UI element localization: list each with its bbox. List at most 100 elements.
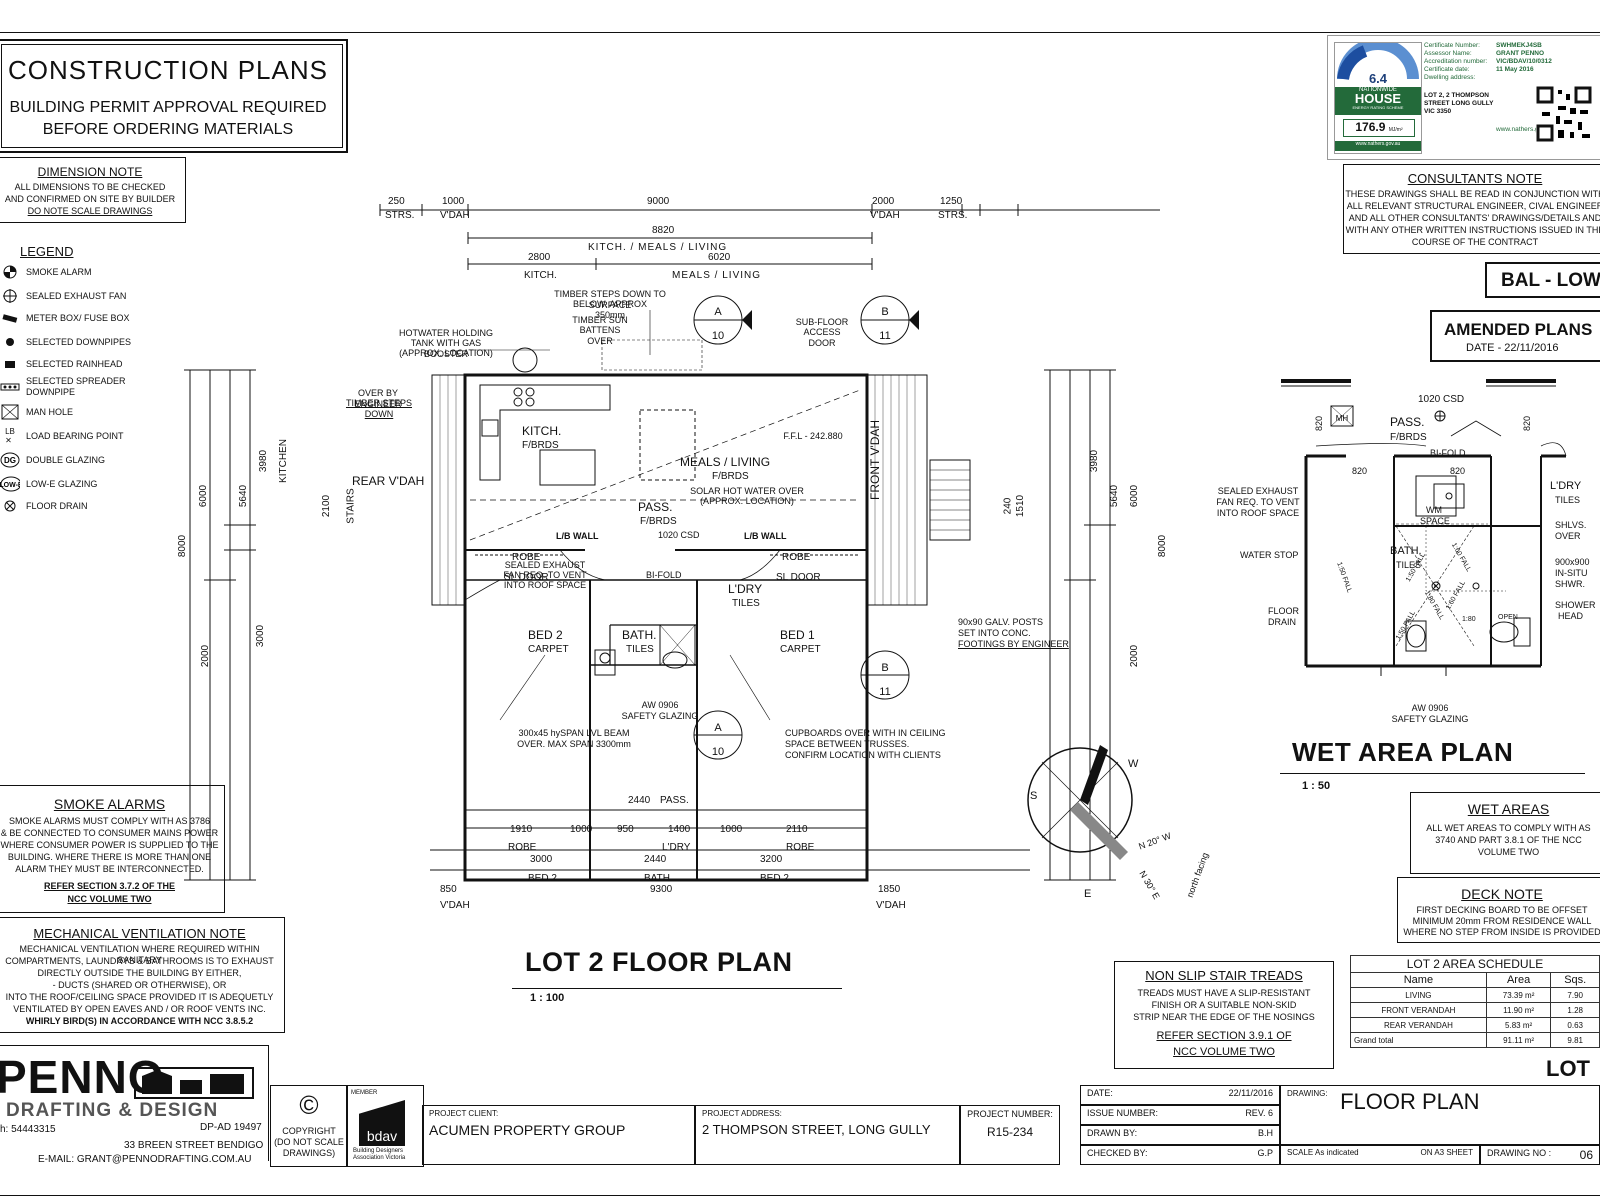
area-header: Sqs. — [1550, 972, 1600, 988]
section-b-bottom-n: 11 — [875, 686, 895, 698]
room-sldoor: SL DOOR — [776, 572, 821, 583]
mech-vent-l6: VENTILATED BY OPEN EAVES AND / OR ROOF V… — [13, 1004, 266, 1014]
penno-phone: h: 54443315 — [0, 1124, 56, 1135]
wet-area-scale: 1 : 50 — [1302, 780, 1331, 792]
smoke-alarms-l1: SMOKE ALARMS MUST COMPLY WITH AS 3786 — [8, 816, 211, 826]
client-value: ACUMEN PROPERTY GROUP — [429, 1122, 626, 1138]
frame-bottom-line — [0, 1195, 1600, 1196]
consultants-l4: WITH ANY OTHER WRITTEN INSTRUCTIONS ISSU… — [1345, 225, 1600, 235]
legend-exhaust-fan: SEALED EXHAUST FAN — [0, 288, 126, 304]
fp-right-dim: 2000 — [1129, 644, 1141, 668]
fp-bottom-dim: 2440 — [628, 795, 651, 806]
load-bearing-icon: LB✕ — [5, 427, 15, 445]
wet-wm-label: WM — [1426, 505, 1442, 515]
wet-areas-note-title: WET AREAS — [1467, 801, 1550, 817]
smoke-alarms-l5: ALARM THEY MUST BE INTERCONNECTED. — [15, 864, 204, 874]
room-robe: ROBE — [782, 552, 811, 563]
fp-left-dim: KITCHEN — [277, 439, 289, 483]
room-bed2: BED 2 — [528, 628, 563, 642]
mech-vent-l2: COMPARTMENTS, LAUNDRYS & BATHROOMS IS TO… — [5, 956, 274, 966]
room-bed1: BED 1 — [780, 628, 815, 642]
svg-text:LOW-E: LOW-E — [0, 482, 20, 489]
fp-note: HOTWATER HOLDING — [399, 328, 493, 338]
room-pass-floor: F/BRDS — [640, 516, 677, 527]
wet-manhole-label: MH — [1336, 414, 1349, 423]
area-cell: 1.28 — [1550, 1002, 1600, 1018]
consultants-l3: AND ALL OTHER CONSULTANTS' DRAWINGS/DETA… — [1348, 213, 1600, 223]
date-value: 22/11/2016 — [1228, 1088, 1273, 1098]
mech-vent-l5: INTO THE ROOF/CEILING SPACE PROVIDED IT … — [5, 992, 274, 1002]
stair-treads-title: NON SLIP STAIR TREADS — [1145, 968, 1303, 983]
fp-left-dim: 8000 — [177, 534, 189, 558]
meter-box-icon — [0, 310, 20, 326]
address-label: PROJECT ADDRESS: — [702, 1109, 782, 1118]
legend-label: FLOOR DRAIN — [26, 501, 88, 511]
mech-vent-l4: - DUCTS (SHARED OR OTHERWISE), OR — [52, 980, 227, 990]
smoke-alarms-ref1: REFER SECTION 3.7.2 OF THE — [43, 881, 176, 891]
fp-bottom-dim: BED 2 — [760, 873, 789, 884]
fp-top-dim: 9000 — [647, 196, 670, 207]
issue-label: ISSUE NUMBER: — [1087, 1108, 1159, 1118]
section-number: 11 — [879, 686, 891, 698]
fp-bottom-dim: 1000 — [720, 824, 743, 835]
copyright-l1: COPYRIGHT — [282, 1126, 336, 1136]
section-number: 10 — [711, 746, 725, 758]
fp-note: SET INTO CONC. — [958, 628, 1031, 638]
scale-value: SCALE As indicated — [1287, 1148, 1359, 1157]
room-front-vdah: FRONT V'DAH — [868, 419, 882, 500]
fp-note: SPACE BETWEEN TRUSSES. — [785, 739, 910, 749]
stair-treads-l3: STRIP NEAR THE EDGE OF THE NOSINGS — [1133, 1012, 1315, 1022]
legend-floor-drain: FLOOR DRAIN — [0, 498, 88, 514]
nathers-label: Accreditation number: — [1424, 58, 1488, 65]
nathers-address: LOT 2, 2 THOMPSON STREET LONG GULLY VIC … — [1424, 92, 1493, 116]
legend-label: MAN HOLE — [26, 407, 74, 417]
checked-value: G.P — [1257, 1148, 1273, 1158]
floor-plan-scale: 1 : 100 — [530, 992, 565, 1004]
dimension-note-l2: AND CONFIRMED ON SITE BY BUILDER — [4, 194, 176, 204]
fp-note: TIMBER STEPS DOWN — [345, 398, 412, 419]
nathers-site: www.nathers.gov.au — [1335, 141, 1421, 151]
consultants-l2: ALL RELEVANT STRUCTURAL ENGINEER, CIVAL … — [1346, 201, 1600, 211]
compass-e: E — [1084, 888, 1092, 900]
lot-label: LOT — [1546, 1056, 1590, 1081]
dimension-note-l3: DO NOTE SCALE DRAWINGS — [27, 206, 153, 216]
nathers-certificate: 6.4 NATIONWIDE HOUSE ENERGY RATING SCHEM… — [1327, 35, 1600, 160]
section-letter: A — [714, 722, 722, 734]
fp-note: F.F.L - 242.880 — [783, 431, 843, 441]
area-cell: 73.39 m² — [1485, 987, 1552, 1003]
legend-smoke-alarm: SMOKE ALARM — [0, 264, 92, 280]
nathers-house2: HOUSE — [1354, 91, 1402, 106]
deck-note-l2: MINIMUM 20mm FROM RESIDENCE WALL — [1412, 916, 1592, 926]
nathers-address3: VIC 3350 — [1424, 108, 1452, 115]
fp-bottom-dim: V'DAH — [440, 900, 470, 911]
nathers-stars: 6.4 — [1368, 71, 1388, 86]
fp-note: TIMBER SUN — [572, 315, 628, 325]
smoke-alarms-box: SMOKE ALARMS SMOKE ALARMS MUST COMPLY WI… — [0, 785, 225, 913]
nathers-website[interactable]: www.nathers.gov.au — [1496, 126, 1555, 133]
exhaust-fan-icon — [0, 288, 20, 304]
wet-area-plan-drawing: MH — [1281, 379, 1567, 676]
nathers-energy-box: 176.9 MJ/m² — [1343, 119, 1415, 137]
man-hole-icon — [0, 404, 20, 420]
area-cell: LIVING — [1350, 987, 1487, 1003]
nathers-label: Certificate Number: — [1424, 42, 1480, 49]
room-rear-vdah: REAR V'DAH — [352, 474, 425, 488]
bdav-member: MEMBER — [351, 1090, 378, 1096]
fp-note: 300x45 hySPAN LVL BEAM — [518, 728, 630, 738]
fp-left-dim: 3000 — [255, 624, 267, 648]
area-schedule-title: LOT 2 AREA SCHEDULE — [1350, 955, 1600, 972]
area-cell: Grand total — [1350, 1032, 1487, 1048]
fp-top-dim: KITCH. — [524, 270, 557, 281]
room-meals-floor: F/BRDS — [712, 471, 749, 482]
dimension-note-box: DIMENSION NOTE ALL DIMENSIONS TO BE CHEC… — [0, 157, 186, 223]
amended-date: DATE - 22/11/2016 — [1466, 342, 1559, 354]
fp-bottom-dim: 850 — [440, 884, 457, 895]
fp-bottom-dim: BATH — [644, 873, 670, 884]
dimension-note-l1: ALL DIMENSIONS TO BE CHECKED — [14, 182, 166, 192]
nathers-address2: STREET LONG GULLY — [1424, 100, 1494, 107]
nathers-label: Certificate date: — [1424, 66, 1470, 73]
